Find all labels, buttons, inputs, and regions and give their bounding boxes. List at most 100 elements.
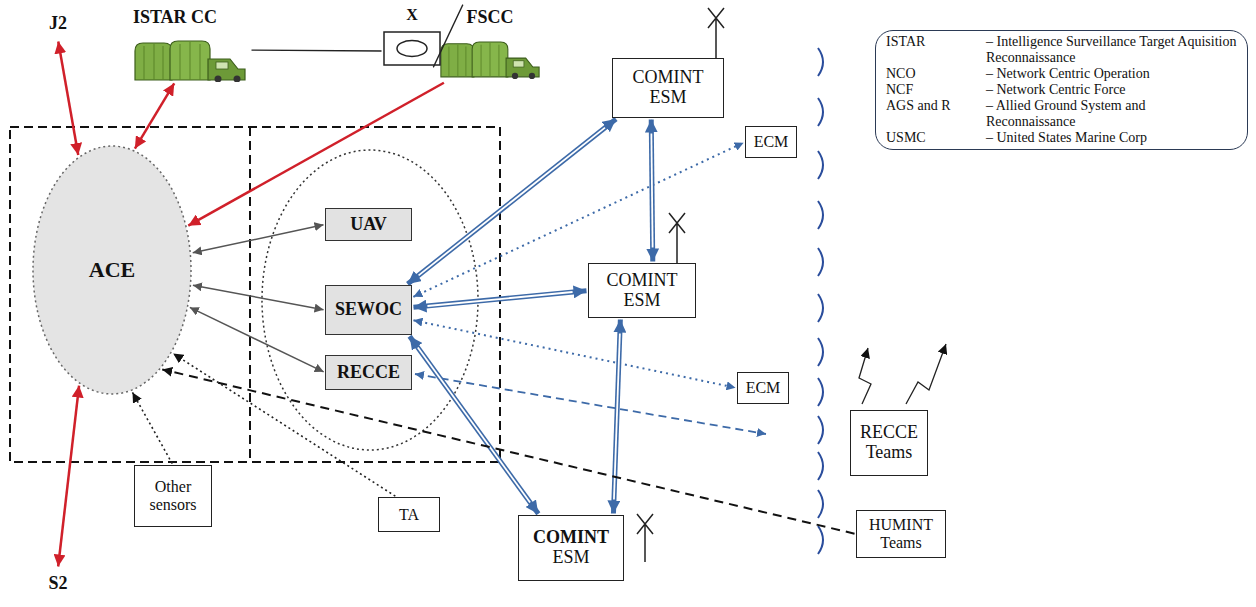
node-text: ISTAR [886, 34, 986, 50]
wave-mark [818, 526, 823, 554]
connector-inner [427, 292, 572, 306]
asset-box: UAV [325, 208, 412, 241]
connector-path [651, 120, 653, 262]
node-text: RECCE Teams [854, 423, 924, 463]
connector-path [190, 307, 324, 371]
connector-path [188, 83, 444, 226]
node-text: UAV [350, 215, 387, 235]
wave-mark [818, 378, 823, 406]
node-text: X [406, 6, 418, 24]
antenna-symbol [637, 514, 653, 562]
connector-path [410, 336, 539, 514]
connector-path [135, 83, 174, 148]
team-box: RECCE Teams [850, 410, 928, 476]
node-text: SEWOC [335, 300, 402, 320]
node-text: – Network Centric Force [986, 82, 1237, 98]
connector-inner [419, 128, 605, 276]
unit-symbol-node: X [383, 6, 441, 66]
node-text: – Intelligence Surveillance Target Aquis… [986, 34, 1237, 66]
double-arrow [613, 319, 620, 513]
red-arrow [135, 83, 174, 148]
dashed-arrow [162, 369, 854, 533]
dashed-frame [10, 127, 500, 462]
link-line [252, 50, 382, 52]
node-text: – Network Centric Operation [986, 66, 1237, 82]
command-post: FSCC [440, 6, 540, 82]
wave-mark [818, 338, 823, 366]
double-arrow [410, 336, 539, 514]
red-arrow [58, 41, 78, 155]
connector-inner [418, 348, 530, 503]
dotted-arrow [133, 392, 173, 463]
connector-path [413, 320, 735, 387]
connector-path [408, 119, 616, 284]
node-text: COMINT ESM [616, 68, 720, 108]
node-text: HUMINT Teams [860, 516, 942, 551]
connector-path [613, 319, 620, 513]
node-text: COMINT [533, 528, 609, 548]
link-line [433, 5, 463, 68]
signal-zigzag [906, 344, 946, 404]
wave-mark [818, 98, 823, 126]
double-arrow [413, 291, 586, 308]
command-label: S2 [34, 568, 82, 600]
team-box: HUMINT Teams [856, 510, 946, 558]
connector-path [193, 285, 324, 310]
wave-mark [818, 416, 823, 444]
connector-path [413, 291, 586, 308]
unit-symbol [384, 32, 440, 65]
node-text: – Allied Ground System and Reconnaissanc… [986, 98, 1237, 130]
asset-box: RECCE [325, 355, 412, 390]
node-text: ECM [754, 133, 789, 151]
node-text: COMINT ESM [592, 271, 692, 311]
grey-arrow [190, 307, 324, 371]
node-text: TA [399, 506, 419, 524]
wave-mark [818, 248, 823, 276]
node-text: J2 [49, 14, 67, 34]
node-text: ACE [89, 258, 135, 282]
node-text: RECCE [337, 363, 400, 383]
asset-box: SEWOC [325, 285, 412, 335]
node-text: Other sensors [138, 478, 208, 513]
node-text: S2 [48, 574, 67, 594]
grey-arrow [193, 225, 324, 253]
wave-mark [818, 452, 823, 480]
connector-path [252, 49, 382, 51]
connector-path [133, 392, 173, 463]
node-text: – United States Marine Corp [986, 130, 1237, 146]
grey-arrow [193, 285, 324, 310]
sensor-box: TA [378, 497, 440, 532]
connector-inner [614, 333, 620, 499]
node-text: NCO [886, 66, 986, 82]
tent-illustration [135, 41, 245, 83]
front-line-marks [818, 48, 823, 554]
command-post: ISTAR CC [100, 6, 250, 82]
wave-mark [818, 294, 823, 322]
sensor-box: Other sensors [134, 465, 212, 527]
command-label: J2 [34, 8, 82, 40]
node-text: ISTAR CC [133, 8, 217, 28]
ace-outline [33, 146, 191, 394]
glossary-box: ISTAR– Intelligence Surveillance Target … [875, 30, 1248, 150]
double-arrow [651, 120, 653, 262]
connector-path [162, 369, 854, 533]
wave-mark [818, 48, 823, 76]
connector-path [433, 5, 463, 68]
dotted-group-ellipse [262, 150, 478, 450]
tent-illustration [441, 42, 539, 79]
signal-zigzag [859, 348, 871, 404]
dotted-arrow [413, 320, 735, 387]
sensor-box: COMINTESM [518, 515, 624, 581]
wave-mark [818, 490, 823, 518]
unit-symbol-ellipse [397, 41, 427, 57]
node-text: ECM [746, 379, 781, 397]
connector-path [58, 386, 79, 567]
node-text: AGS and R [886, 98, 986, 114]
wave-mark [818, 151, 823, 179]
dashed-divider [249, 127, 251, 462]
node-text: FSCC [466, 8, 513, 28]
antenna-symbol [669, 213, 685, 263]
sensor-box: COMINT ESM [612, 58, 724, 118]
wave-mark [818, 201, 823, 229]
